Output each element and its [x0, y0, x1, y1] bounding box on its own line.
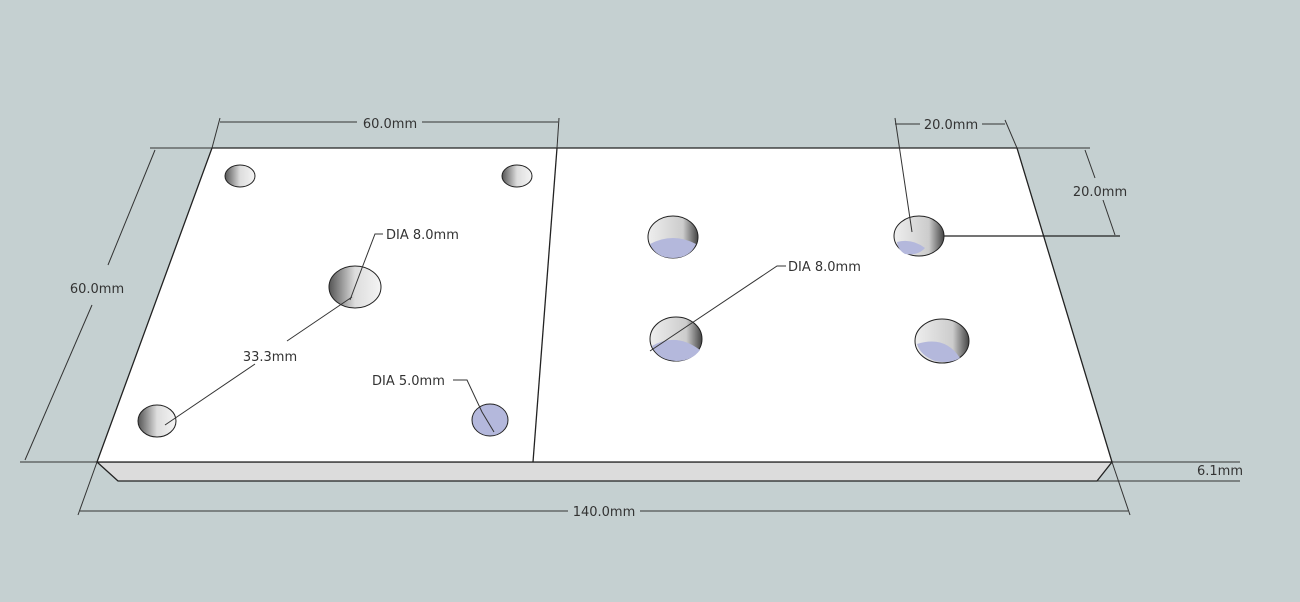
leader-label: DIA 5.0mm — [372, 374, 445, 389]
dimension-label: 6.1mm — [1197, 464, 1243, 479]
dimension-right-offset-y[interactable]: 20.0mm — [944, 147, 1127, 237]
dimension-label: 140.0mm — [573, 505, 636, 520]
hole[interactable] — [914, 318, 970, 364]
dimension-thickness[interactable]: 6.1mm — [1097, 461, 1243, 482]
hole[interactable] — [649, 316, 703, 362]
plate-top-face — [96, 147, 1113, 463]
leader-label: DIA 8.0mm — [386, 228, 459, 243]
dimension-label: 20.0mm — [924, 118, 978, 133]
holes-left — [137, 164, 533, 438]
dimension-label: 60.0mm — [70, 282, 124, 297]
dimension-left-depth[interactable]: 60.0mm — [20, 147, 212, 463]
leader-dia-right[interactable]: DIA 8.0mm — [649, 260, 861, 352]
dimension-label: 33.3mm — [243, 350, 297, 365]
hole[interactable] — [893, 215, 945, 257]
dimension-label: 60.0mm — [363, 117, 417, 132]
hole[interactable] — [647, 215, 699, 259]
dimension-right-offset-x[interactable]: 20.0mm — [894, 117, 1018, 233]
hole[interactable] — [137, 404, 177, 438]
dimension-top-width[interactable]: 60.0mm — [211, 117, 560, 149]
dimension-label: 20.0mm — [1073, 185, 1127, 200]
hole[interactable] — [501, 164, 533, 188]
plate-front-face — [95, 461, 1114, 482]
leader-label: DIA 8.0mm — [788, 260, 861, 275]
dimension-hole-spacing[interactable]: 33.3mm — [164, 296, 353, 426]
dimension-total-length[interactable]: 140.0mm — [77, 461, 1131, 520]
leader-dia-left[interactable]: DIA 8.0mm — [349, 228, 459, 301]
plate-divider — [532, 147, 558, 463]
leader-dia-small[interactable]: DIA 5.0mm — [372, 374, 495, 433]
hole-small[interactable] — [471, 403, 509, 437]
hole[interactable] — [224, 164, 256, 188]
